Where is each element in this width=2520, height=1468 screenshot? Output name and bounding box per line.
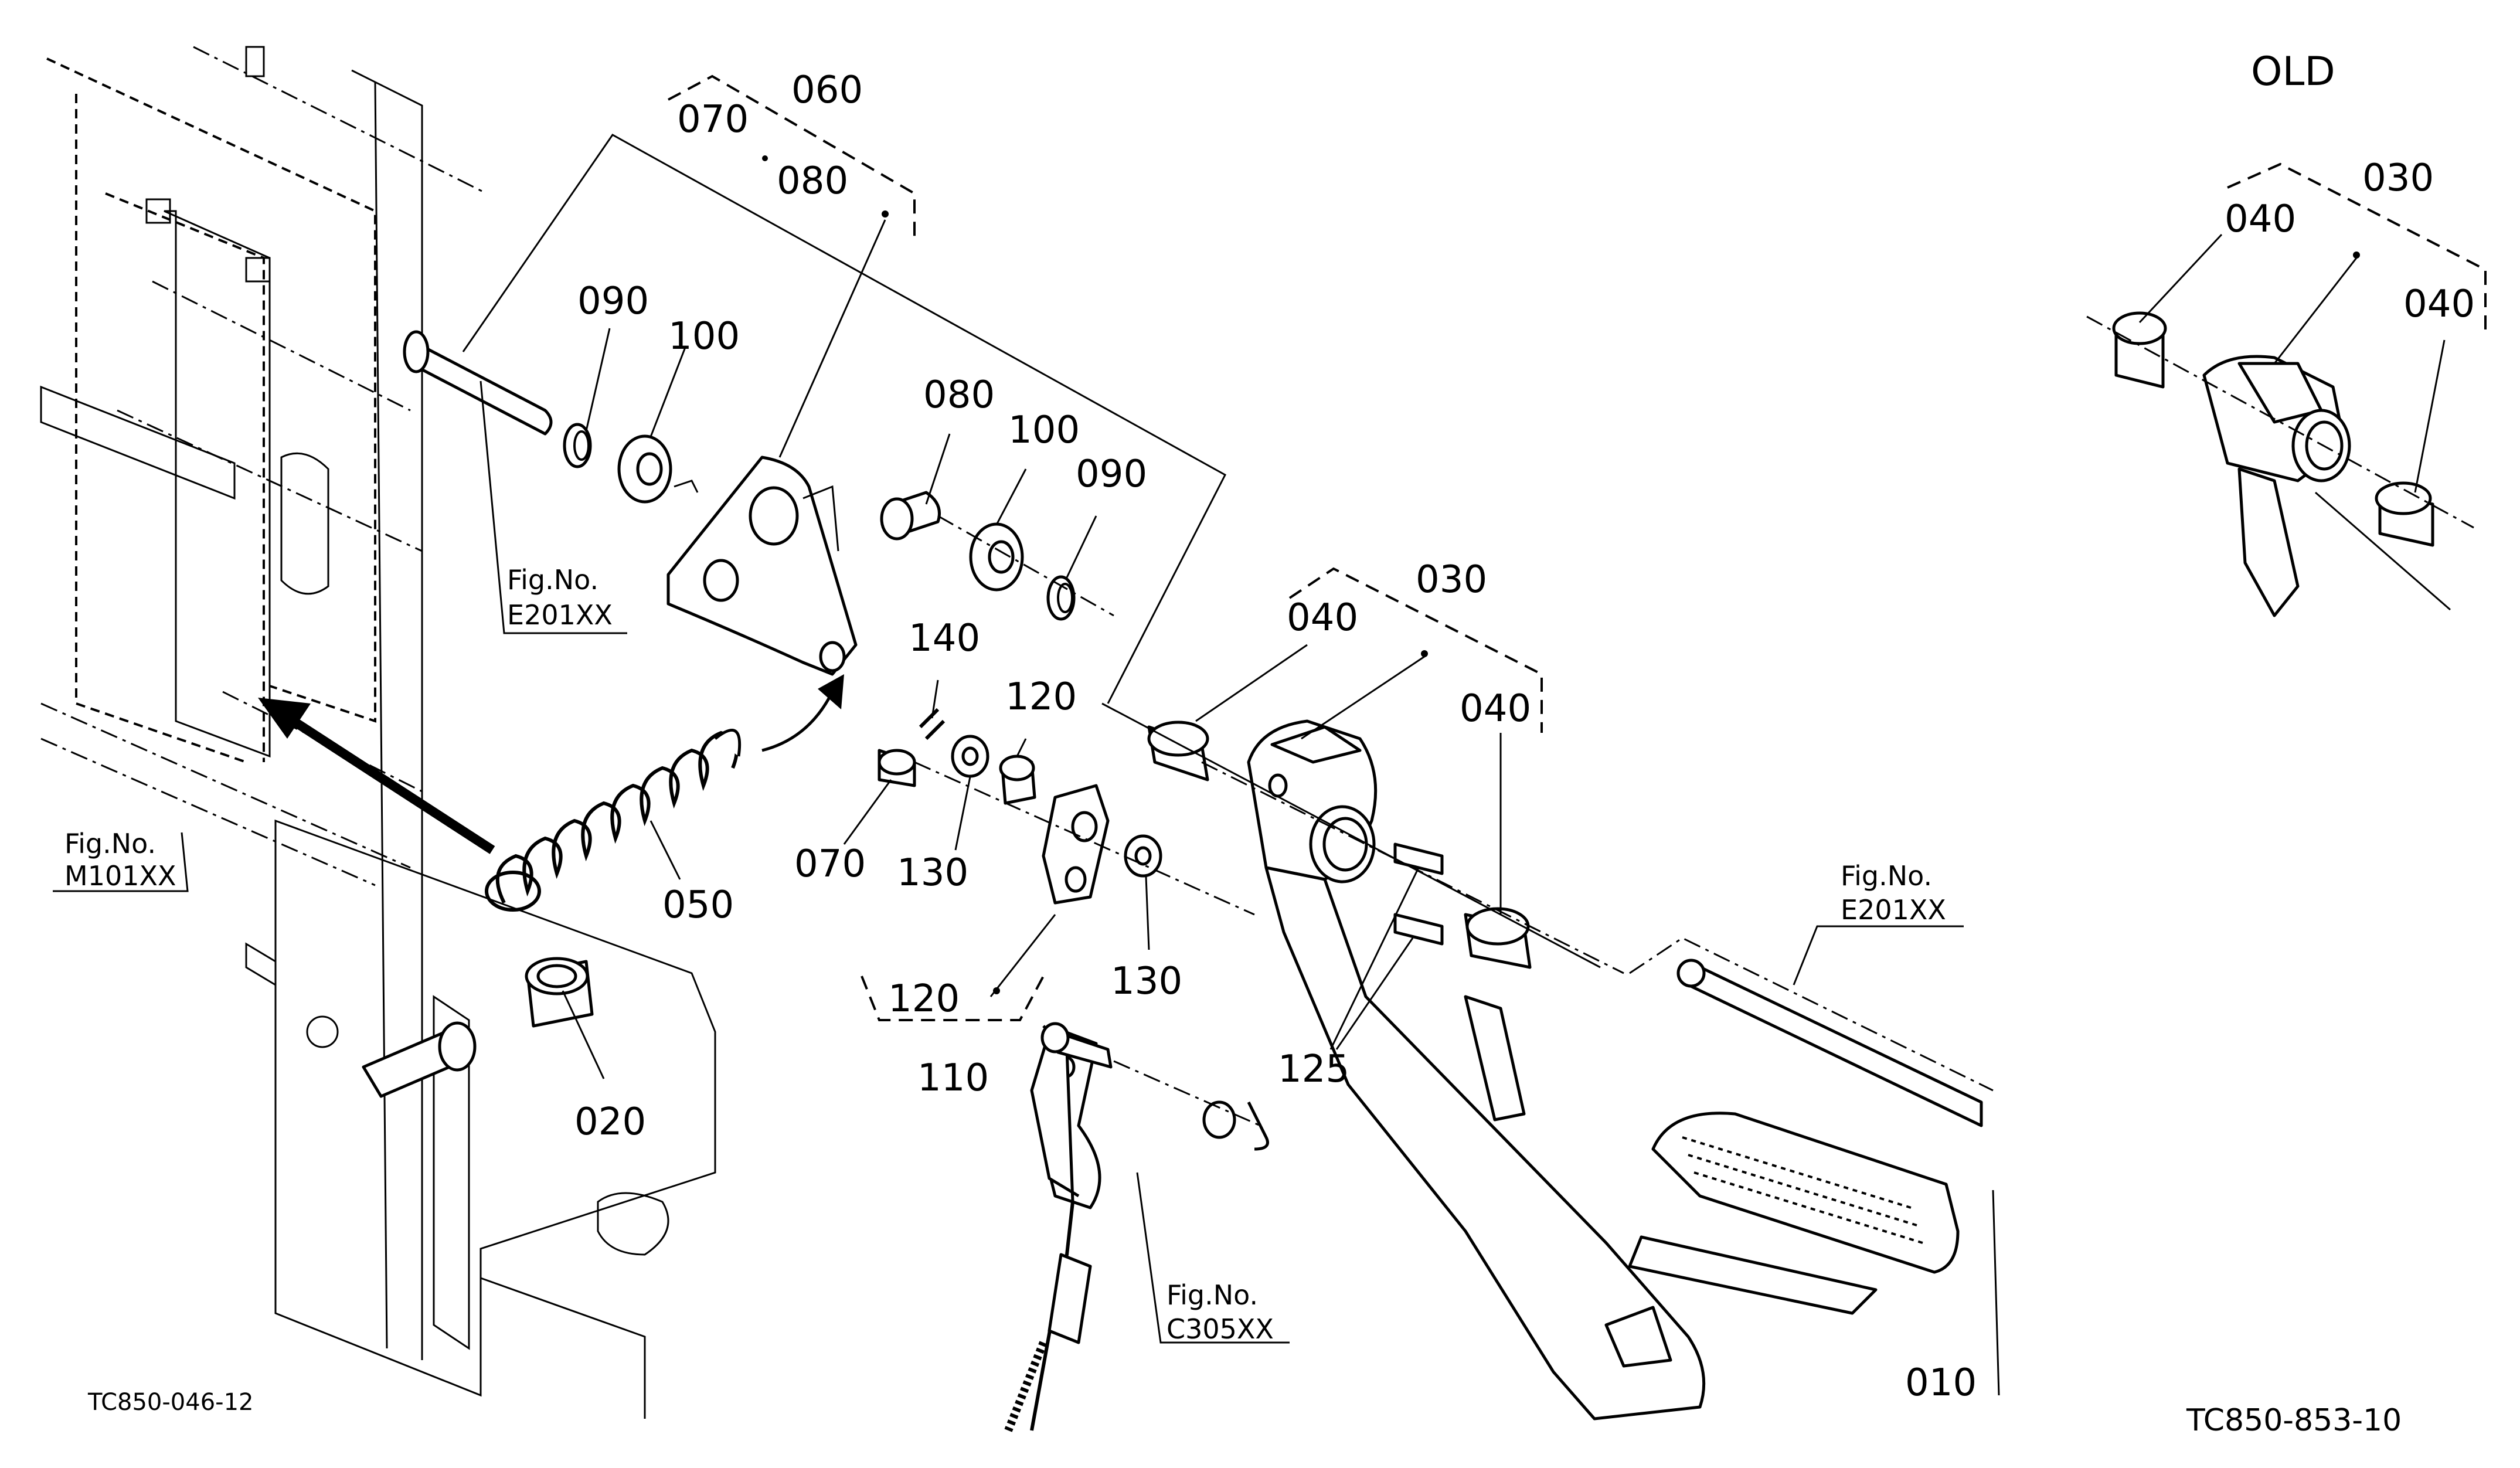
label-050: 050 — [662, 883, 734, 927]
label-old-040-left: 040 — [2225, 198, 2296, 241]
bracket-110 — [1042, 784, 1110, 905]
label-090-right: 090 — [1076, 453, 1147, 496]
label-070-top: 070 — [677, 98, 749, 141]
label-080: 080 — [923, 373, 995, 417]
fig-ref-c305-label: Fig.No. — [1167, 1279, 1258, 1311]
cable-clevis — [1004, 1024, 1101, 1432]
fig-ref-m101-code: M101XX — [64, 860, 176, 892]
fig-ref-m101-label: Fig.No. — [64, 828, 156, 859]
label-120-top: 120 — [1005, 675, 1077, 719]
frame-structure — [40, 46, 716, 1419]
bushing-080 — [880, 491, 941, 541]
washer-100-left — [617, 434, 672, 504]
leader-lines — [53, 210, 2446, 1344]
part-labels: 060 070 080 090 100 080 100 090 140 120 … — [574, 49, 2475, 1405]
bushing-120 — [999, 755, 1036, 805]
washer-100-right — [969, 522, 1024, 592]
spring-050 — [485, 728, 742, 912]
bushing-070 — [878, 749, 916, 787]
boss-030 — [1247, 719, 1378, 883]
snap-ring-090-right — [1046, 575, 1076, 621]
label-090-left: 090 — [577, 280, 649, 323]
old-title: OLD — [2251, 49, 2335, 95]
label-040-left: 040 — [1287, 596, 1358, 640]
label-125: 125 — [1278, 1048, 1349, 1091]
label-130-right: 130 — [1111, 960, 1182, 1003]
label-120-bracket: 120 — [888, 977, 960, 1021]
cotter-pin — [1202, 1100, 1269, 1151]
figure-references: Fig.No. E201XX Fig.No. M101XX Fig.No. E2… — [64, 564, 1946, 1345]
label-old-030: 030 — [2362, 157, 2434, 200]
pedal-shaft — [403, 330, 627, 634]
pins-125 — [1393, 842, 1444, 946]
label-040-right: 040 — [1460, 687, 1531, 730]
old-variant-assembly — [2086, 311, 2474, 617]
fig-ref-e201-left-label: Fig.No. — [507, 564, 598, 596]
fig-ref-c305-code: C305XX — [1167, 1313, 1274, 1345]
label-100-right: 100 — [1008, 409, 1080, 452]
shaft-right — [1676, 959, 1983, 1127]
drawing-code-right: TC850-853-10 — [2186, 1403, 2402, 1438]
label-130-left: 130 — [897, 851, 968, 895]
arrow-marker — [258, 674, 844, 854]
group-brackets — [668, 74, 2487, 1021]
pedal-010 — [1264, 866, 1960, 1421]
spacer-020 — [362, 957, 594, 1098]
fig-ref-e201-left-code: E201XX — [507, 599, 613, 631]
label-070: 070 — [794, 842, 866, 886]
bushing-040-left — [1147, 721, 1209, 781]
pin-140 — [919, 708, 946, 740]
bracket-060 — [666, 456, 858, 676]
label-080-top: 080 — [777, 159, 848, 203]
label-030: 030 — [1416, 558, 1487, 602]
label-140: 140 — [909, 617, 980, 660]
fig-ref-e201-right-label: Fig.No. — [1841, 860, 1932, 892]
label-010: 010 — [1905, 1361, 1977, 1405]
bushing-040-right — [1464, 907, 1532, 969]
fig-ref-e201-right-code: E201XX — [1841, 894, 1946, 926]
drawing-codes: TC850-046-12 TC850-853-10 — [87, 1389, 2402, 1438]
label-060: 060 — [791, 69, 863, 112]
clevis-pin — [1040, 1022, 1113, 1069]
label-110: 110 — [917, 1056, 989, 1100]
drawing-code-left: TC850-046-12 — [87, 1389, 253, 1416]
label-020: 020 — [574, 1100, 646, 1144]
label-100-left: 100 — [668, 315, 740, 358]
snap-ring-090-left — [563, 423, 592, 468]
washer-130-left — [951, 735, 989, 778]
label-old-040-right: 040 — [2403, 283, 2475, 326]
washer-130-right — [1124, 834, 1162, 878]
